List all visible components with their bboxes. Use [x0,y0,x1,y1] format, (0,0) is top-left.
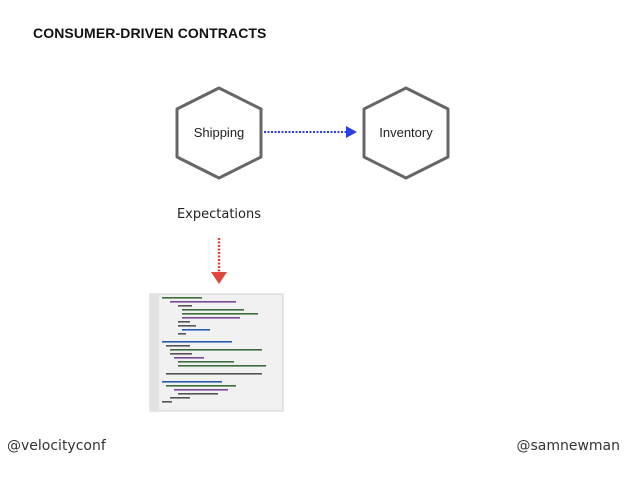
footer-right-handle: @samnewman [516,438,620,454]
expectation-arrow [211,238,227,284]
inventory-hexagon [362,86,450,180]
inventory-node: Inventory [362,86,450,180]
call-arrow-head [346,126,357,138]
code-snippet-image [149,293,284,412]
call-arrow [264,126,357,138]
expectations-label: Expectations [177,207,261,222]
shipping-hexagon [175,86,263,180]
shipping-label: Shipping [194,125,245,140]
shipping-node: Shipping [175,86,263,180]
expectation-arrow-head [211,272,227,284]
footer-left-handle: @velocityconf [7,438,106,454]
slide-title: CONSUMER-DRIVEN CONTRACTS [33,25,267,41]
inventory-label: Inventory [379,125,433,140]
